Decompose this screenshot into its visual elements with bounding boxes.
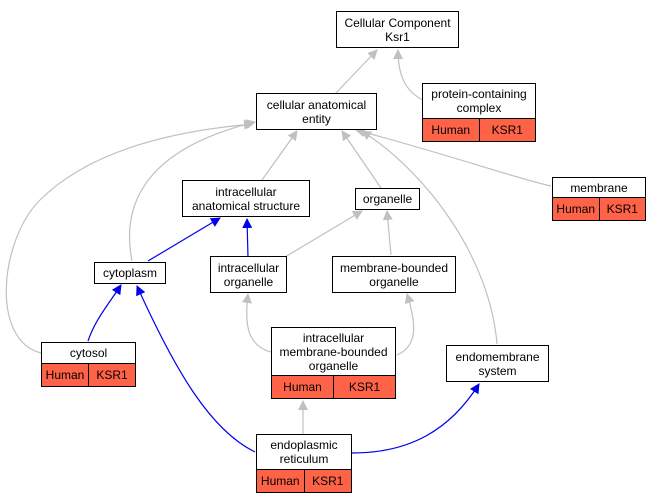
node-intracellular-organelle[interactable]: intracellular organelle [210, 256, 287, 293]
node-label: endomembrane system [455, 349, 540, 378]
edge-cytoplasm-to-ias [147, 217, 221, 262]
node-label: Cellular Component Ksr1 [344, 15, 451, 44]
annotation-gene: KSR1 [333, 376, 395, 398]
node-label: intracellular anatomical structure [191, 184, 301, 213]
annotation-species: Human [257, 470, 304, 492]
annotation-row: Human KSR1 [257, 469, 351, 492]
node-label: cellular anatomical entity [266, 97, 367, 126]
edge-er-to-endomem [351, 383, 480, 454]
node-membrane-bounded-organelle[interactable]: membrane-bounded organelle [332, 256, 456, 293]
node-label: cytoplasm [102, 266, 158, 280]
annotation-gene: KSR1 [478, 119, 535, 141]
edge-endomem-to-cae [361, 130, 498, 345]
annotation-row: Human KSR1 [553, 197, 645, 220]
edge-pcc-to-cc [393, 49, 426, 102]
edge-mbo-to-organelle [382, 210, 393, 256]
annotation-row: Human KSR1 [272, 375, 395, 398]
node-label: organelle [362, 192, 413, 206]
node-label: membrane-bounded organelle [339, 260, 449, 289]
node-organelle[interactable]: organelle [355, 188, 420, 210]
annotation-species: Human [423, 119, 479, 141]
edge-io-to-organelle [284, 210, 363, 258]
annotation-species: Human [42, 364, 88, 386]
edge-cae-to-cc [334, 49, 378, 95]
annotation-row: Human KSR1 [423, 118, 535, 141]
node-label: intracellular membrane-bounded organelle [279, 330, 388, 373]
node-cellular-component[interactable]: Cellular Component Ksr1 [336, 11, 459, 48]
annotation-row: Human KSR1 [42, 363, 135, 386]
node-membrane[interactable]: membrane Human KSR1 [552, 177, 646, 221]
edge-membrane-to-cae [355, 127, 552, 187]
node-label: cytosol [69, 346, 108, 360]
node-protein-containing-complex[interactable]: protein-containing complex Human KSR1 [422, 83, 536, 142]
edge-imbo-to-io [242, 293, 272, 353]
annotation-species: Human [272, 376, 333, 398]
node-endoplasmic-reticulum[interactable]: endoplasmic reticulum Human KSR1 [256, 434, 352, 493]
edge-cytosol-to-cae [5, 119, 254, 354]
annotation-species: Human [553, 198, 599, 220]
node-cytosol[interactable]: cytosol Human KSR1 [41, 342, 136, 387]
edge-ias-to-cae [261, 130, 298, 181]
annotation-gene: KSR1 [88, 364, 135, 386]
node-cytoplasm[interactable]: cytoplasm [94, 262, 166, 284]
edge-cytoplasm-to-cae [128, 119, 256, 262]
node-endomembrane-system[interactable]: endomembrane system [446, 345, 549, 382]
edge-organelle-to-cae [341, 130, 382, 189]
node-cellular-anatomical-entity[interactable]: cellular anatomical entity [256, 93, 377, 130]
node-label: membrane [570, 180, 628, 195]
annotation-gene: KSR1 [303, 470, 351, 492]
node-label: protein-containing complex [431, 87, 527, 115]
annotation-gene: KSR1 [598, 198, 645, 220]
edge-er-to-cytoplasm [136, 285, 256, 453]
node-intracellular-anatomical-structure[interactable]: intracellular anatomical structure [182, 180, 310, 217]
node-label: endoplasmic reticulum [270, 438, 338, 466]
node-label: intracellular organelle [217, 260, 280, 289]
edge-io-to-ias [242, 218, 253, 258]
node-intracellular-membrane-bounded-organelle[interactable]: intracellular membrane-bounded organelle… [271, 327, 396, 399]
edge-cytosol-to-cytoplasm [87, 284, 122, 342]
edge-imbo-to-mbo [396, 293, 415, 356]
